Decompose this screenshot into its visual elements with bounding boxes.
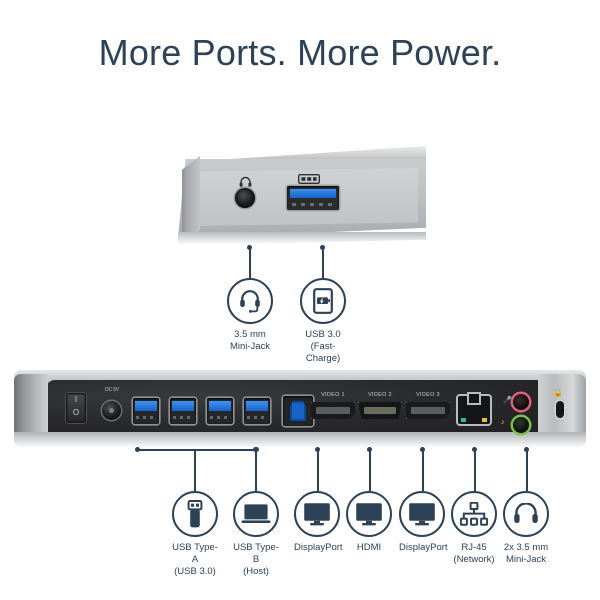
leader-bracket [137,449,256,451]
leader-line [422,449,424,491]
callout-hdmi[interactable]: HDMI [346,491,392,554]
callout-label: USB Type-B (Host) [233,542,279,577]
callout-usb-type-b[interactable]: USB Type-B (Host) [233,491,279,578]
page-title: More Ports. More Power. [98,32,502,73]
dc-jack-label: DC 5V [105,387,119,393]
headset-icon [227,278,273,324]
usb-a-port-3 [207,398,233,424]
front-usb-port [287,186,339,210]
callout-minijack[interactable]: 3.5 mm Mini-Jack [227,278,273,353]
leader-line [322,247,324,278]
video-3-label: VIDEO 3 [416,392,440,398]
usb-a-port-1 [133,398,159,424]
callout-label: RJ-45 (Network) [453,542,495,565]
headphones-icon [503,491,549,537]
security-lock-slot [556,401,564,418]
rj45-link-led [461,418,466,422]
network-tree-icon [451,491,497,537]
usb-a-port-4 [244,398,270,424]
headphone-icon: ♪ [501,419,505,426]
rear-bottom-edge [14,432,586,448]
device-charging-icon [300,278,346,324]
laptop-icon [233,491,279,537]
callout-label: USB Type-A (USB 3.0) [172,542,218,577]
dock-front-face [178,146,426,246]
usb-a-port-2 [170,398,196,424]
monitor-icon [294,491,340,537]
front-usb-marking-icon [298,174,320,184]
callout-audio-minijacks[interactable]: 2x 3.5 mm Mini-Jack [503,491,549,566]
front-left-endcap [181,156,200,242]
callout-usb-fastcharge[interactable]: USB 3.0 (Fast-Charge) [300,278,346,365]
headphone-jack [513,417,529,433]
displayport-2 [406,402,450,419]
leader-line [249,247,251,278]
leader-line [369,449,371,491]
leader-line [474,449,476,491]
front-bottom-edge [178,232,426,246]
callout-usb-type-a[interactable]: USB Type-A (USB 3.0) [172,491,218,578]
microphone-icon: 🎤 [503,397,512,404]
monitor-icon [399,491,445,537]
usb-flash-drive-icon [172,491,218,537]
callout-label: USB 3.0 (Fast-Charge) [305,329,341,364]
displayport-1 [311,402,355,419]
callout-label: DisplayPort [399,542,448,553]
hdmi-port [358,402,402,419]
power-switch-off-mark: O [72,408,80,417]
leader-line [317,449,319,491]
rj45-activity-led [482,418,487,422]
callout-label: DisplayPort [294,542,343,553]
power-switch[interactable]: I O [66,393,86,423]
callout-displayport-1[interactable]: DisplayPort [294,491,343,554]
callout-displayport-2[interactable]: DisplayPort [399,491,448,554]
mic-jack [513,394,529,410]
callout-rj45[interactable]: RJ-45 (Network) [451,491,497,566]
usb-b-host-port [283,396,313,426]
leader-line [194,449,196,491]
callout-label: HDMI [356,542,382,553]
padlock-icon: 🔒 [553,388,563,397]
front-headphone-marking-icon [239,176,252,187]
video-2-label: VIDEO 2 [368,392,392,398]
video-1-label: VIDEO 1 [321,392,345,398]
power-switch-on-mark: I [74,395,78,404]
callout-label: 2x 3.5 mm Mini-Jack [503,542,549,565]
front-audio-jack [235,188,255,208]
dc-power-jack [102,401,121,420]
leader-line [526,449,528,491]
monitor-icon [346,491,392,537]
callout-label: 3.5 mm Mini-Jack [229,329,271,352]
leader-line [255,449,257,491]
rj45-ethernet-port [458,394,490,424]
